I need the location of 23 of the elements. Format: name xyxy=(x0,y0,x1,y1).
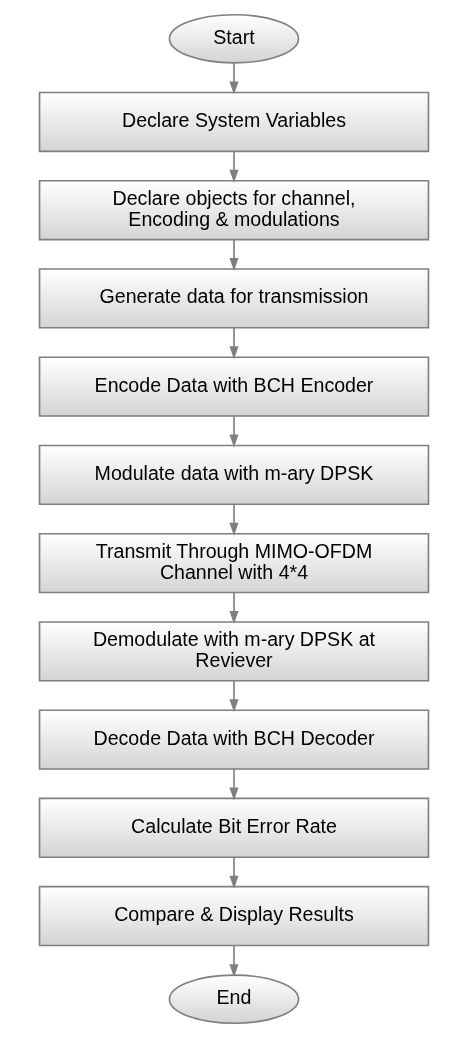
node-box: Decode Data with BCH Decoder xyxy=(38,709,429,770)
node-ellipse: End xyxy=(168,974,299,1025)
arrow xyxy=(228,327,239,360)
arrow xyxy=(228,768,239,801)
node-box: Declare System Variables xyxy=(38,91,429,153)
arrow xyxy=(228,415,239,448)
arrow xyxy=(228,62,239,95)
node-box: Declare objects for channel, Encoding & modulations xyxy=(38,179,429,241)
node-ellipse: Start xyxy=(168,13,299,64)
arrow xyxy=(228,944,239,978)
arrow xyxy=(228,503,239,536)
arrow xyxy=(228,680,239,713)
node-box: Transmit Through MIMO-OFDM Channel with 4*4 xyxy=(38,532,429,594)
arrow xyxy=(228,591,239,625)
node-box: Compare & Display Results xyxy=(38,885,429,947)
node-box: Generate data for transmission xyxy=(38,268,429,329)
node-box: Encode Data with BCH Encoder xyxy=(38,356,429,417)
arrow xyxy=(228,856,239,889)
arrow xyxy=(228,150,239,183)
node-box: Demodulate with m-ary DPSK at Reviever xyxy=(38,621,429,682)
node-box: Modulate data with m-ary DPSK xyxy=(38,444,429,506)
arrow xyxy=(228,238,239,272)
node-box: Calculate Bit Error Rate xyxy=(38,797,429,859)
